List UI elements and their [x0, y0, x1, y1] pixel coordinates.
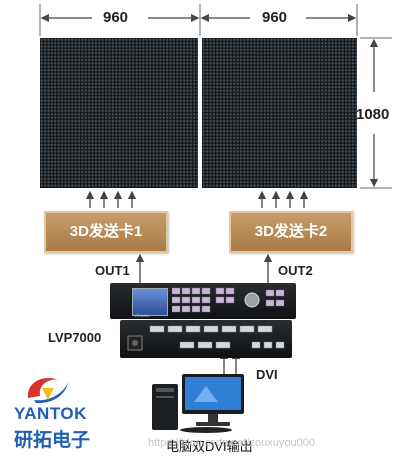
led-panel-left	[40, 38, 198, 188]
led-panel-right	[202, 38, 357, 188]
logo-chinese: 研拓电子	[14, 430, 91, 451]
device-brand: VDWALL	[134, 313, 151, 318]
device-model-label: LVP7000	[48, 330, 102, 345]
width-right-label: 960	[262, 9, 288, 26]
width-left-label: 960	[103, 9, 129, 26]
yantok-logo-icon	[27, 378, 68, 404]
dvi-label: DVI	[256, 367, 278, 382]
watermark-url: https://blog.csdn.net/zouxuyou000	[148, 437, 315, 449]
out2-label: OUT2	[278, 263, 313, 278]
out1-label: OUT1	[95, 263, 130, 278]
logo-name: YANTOK	[14, 404, 87, 423]
sending-card-1: 3D发送卡1	[44, 211, 168, 253]
lcd-screen	[132, 288, 168, 316]
height-label: 1080	[356, 106, 390, 123]
pc-caption: 电脑双DVI输出	[166, 439, 253, 454]
rear-connectors	[127, 325, 285, 351]
button-grid	[172, 287, 285, 313]
processor-rear-panel	[120, 320, 292, 358]
sending-card-2: 3D发送卡2	[229, 211, 353, 253]
panel-divider	[199, 38, 201, 188]
processor-front-panel: VDWALL	[110, 283, 296, 319]
computer-icon	[152, 374, 244, 433]
